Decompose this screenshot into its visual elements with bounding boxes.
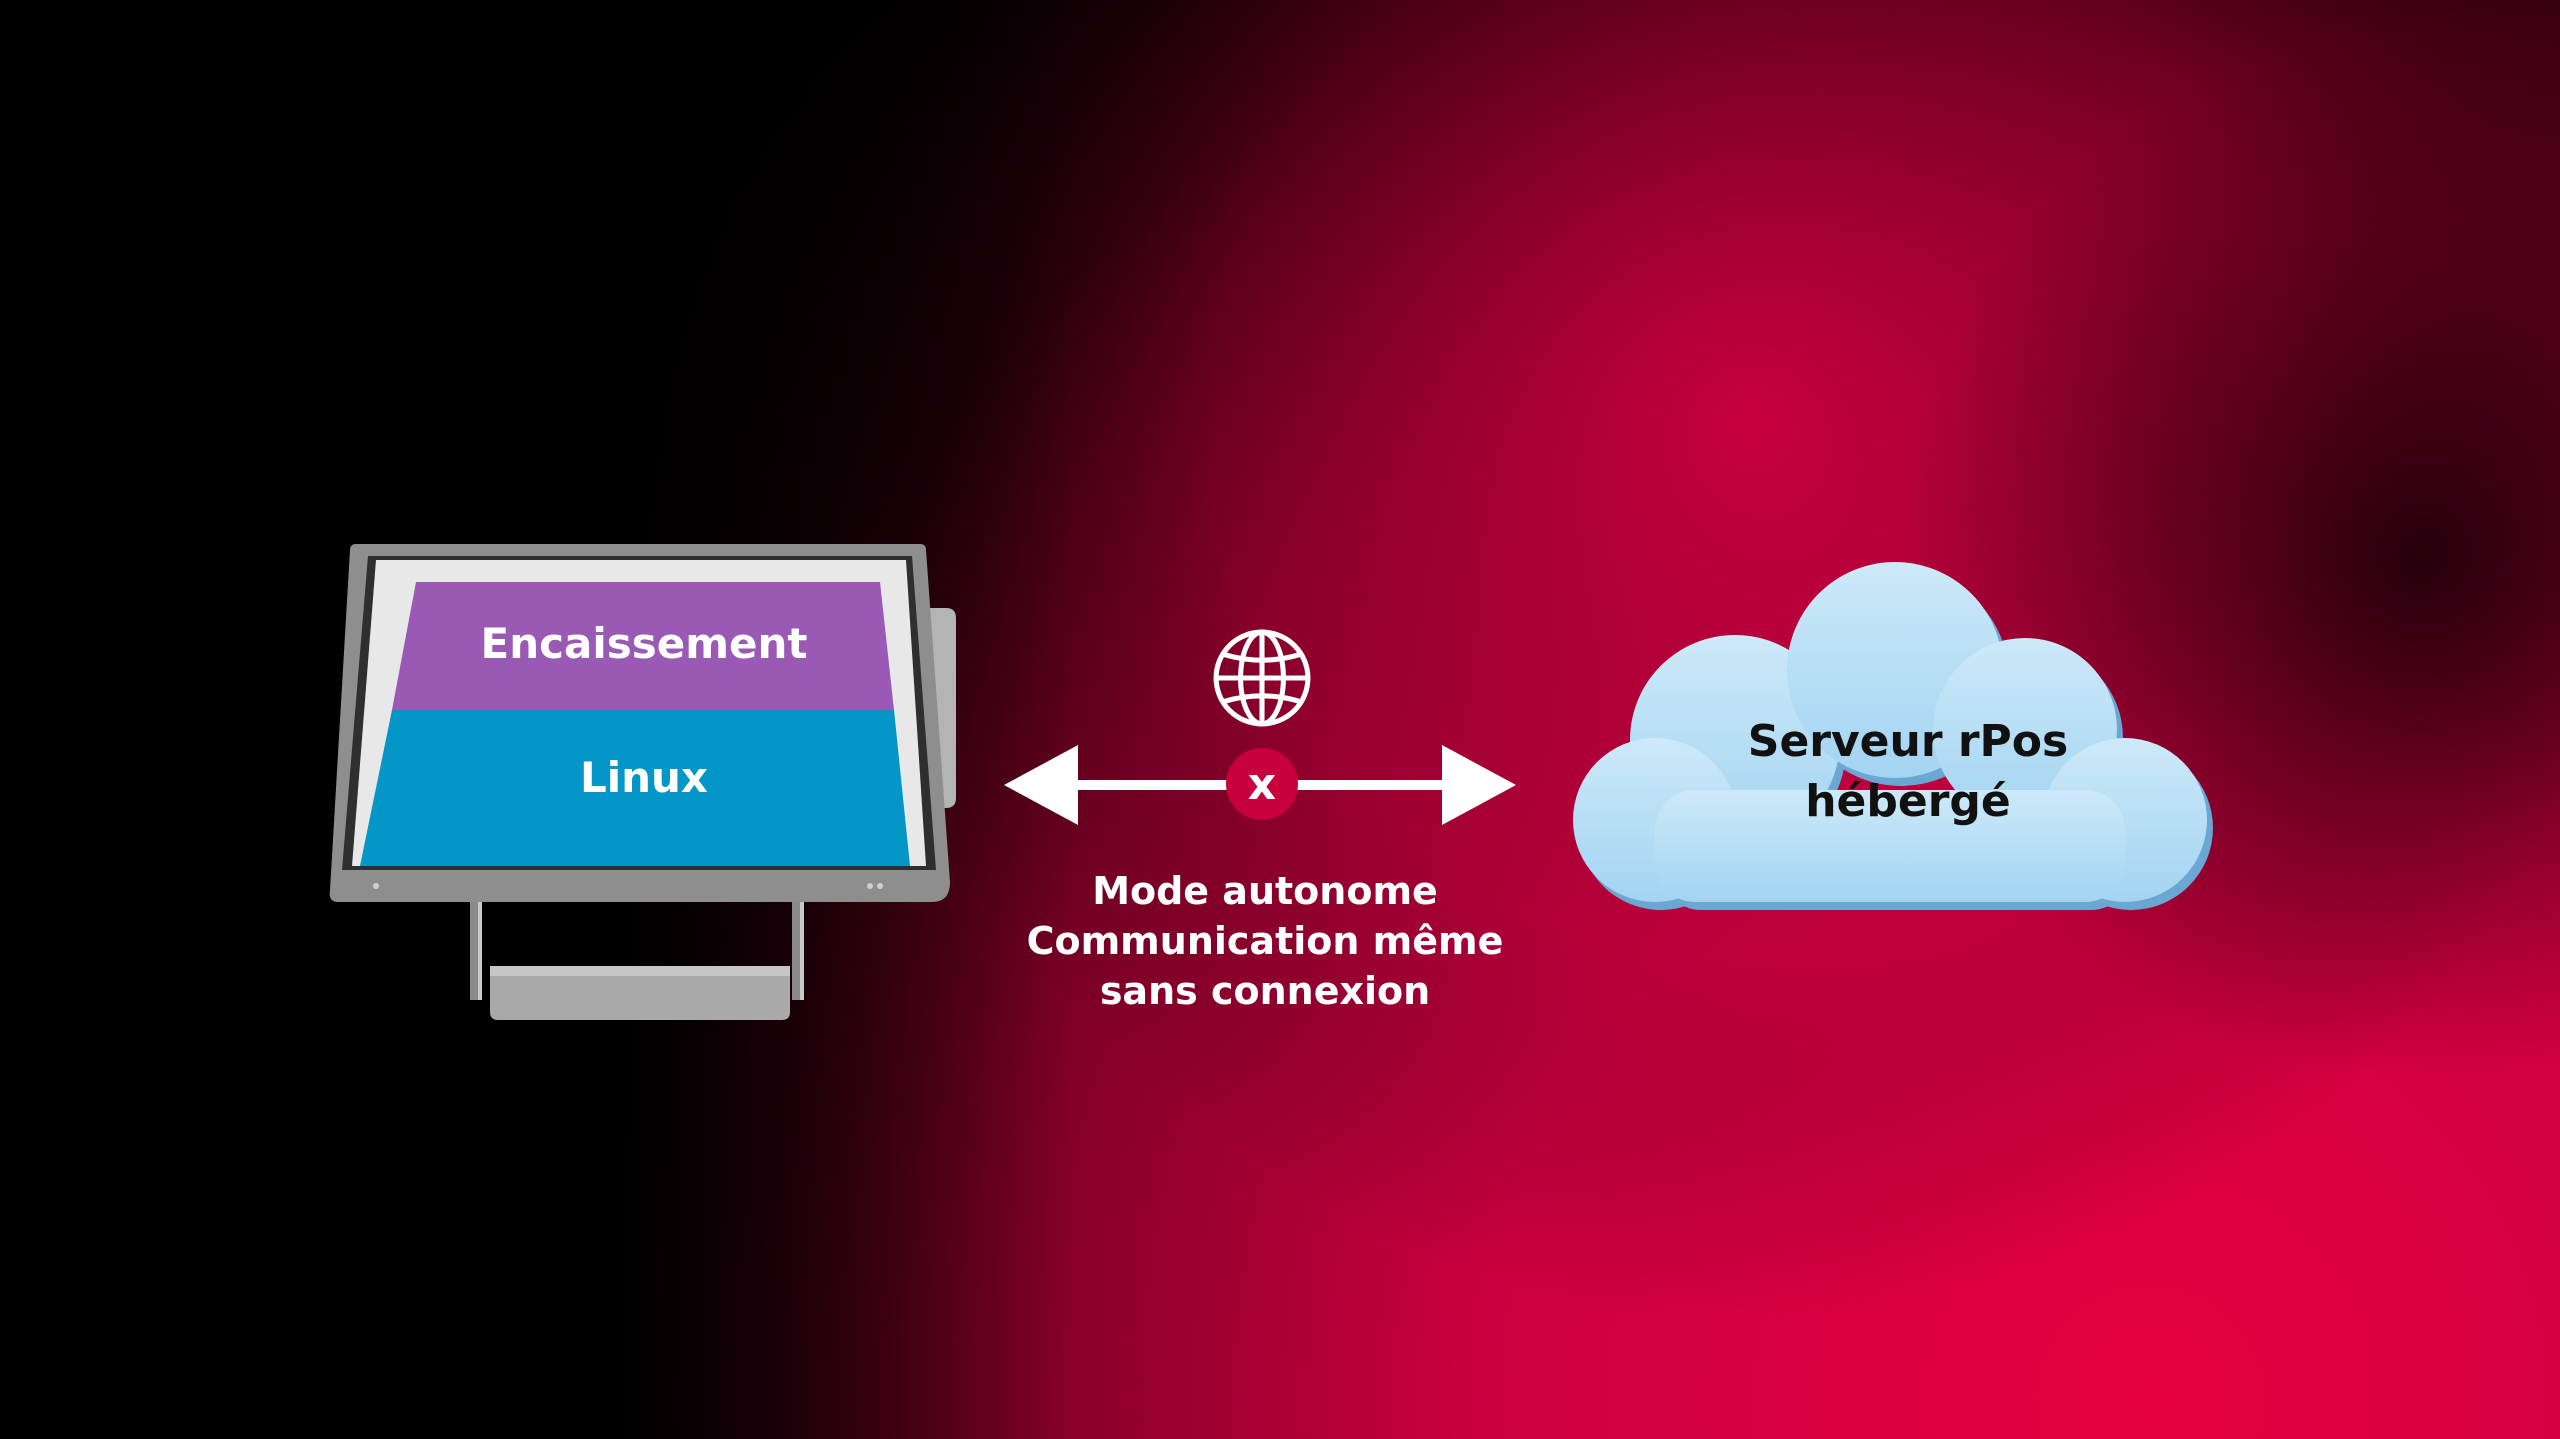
caption-line: sans connexion [1099, 969, 1431, 1013]
terminal-stand [470, 900, 804, 1020]
server-label-line: Serveur rPos [1748, 716, 2068, 767]
layer-label-linux: Linux [580, 753, 708, 802]
caption-line: Mode autonome [1092, 869, 1438, 913]
arrow-head-left [1004, 745, 1078, 825]
caption-line: Communication même [1026, 919, 1504, 963]
x-icon: x [1226, 748, 1298, 820]
server-label-line: hébergé [1805, 776, 2011, 827]
connection-caption: Mode autonome Communication même sans co… [900, 866, 1630, 1016]
pos-terminal: Encaissement Linux [329, 544, 956, 1020]
cloud-server: Serveur rPos hébergé [1573, 562, 2213, 910]
layer-label-encaissement: Encaissement [481, 619, 808, 668]
layer-linux [360, 710, 910, 866]
globe-icon [1213, 629, 1311, 727]
layer-encaissement [392, 582, 894, 710]
connection-arrow: x [1004, 745, 1516, 825]
svg-text:x: x [1248, 759, 1276, 810]
arrow-head-right [1442, 745, 1516, 825]
